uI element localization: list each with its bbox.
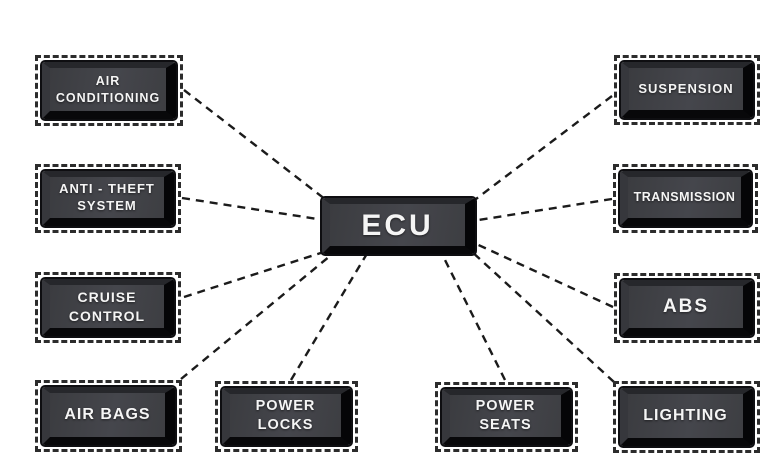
node-air-conditioning: AIR CONDITIONING (35, 55, 183, 126)
connector-ecu-suspension (471, 95, 613, 203)
power-seats-label: POWER SEATS (475, 398, 536, 433)
node-power-seats: POWER SEATS (435, 382, 578, 452)
transmission-label: TRANSMISSION (633, 190, 736, 205)
connector-ecu-air-conditioning (183, 89, 331, 204)
anti-theft-system-label: ANTI - THEFT SYSTEM (59, 180, 155, 213)
connector-ecu-anti-theft (181, 196, 325, 222)
connector-ecu-cruise-control (183, 248, 331, 299)
node-ecu: ECU (322, 198, 475, 254)
node-cruise-control: CRUISE CONTROL (35, 272, 181, 343)
node-power-locks: POWER LOCKS (215, 381, 358, 452)
connector-ecu-power-locks (289, 251, 370, 381)
anti-theft-system-button: ANTI - THEFT SYSTEM (42, 171, 174, 226)
ecu-button: ECU (322, 198, 475, 254)
air-conditioning-button: AIR CONDITIONING (42, 62, 176, 119)
transmission-button: TRANSMISSION (620, 171, 751, 226)
cruise-control-label: CRUISE CONTROL (68, 289, 146, 324)
lighting-label: LIGHTING (643, 406, 728, 424)
connector-ecu-air-bags (180, 250, 337, 380)
node-lighting: LIGHTING (613, 381, 760, 453)
connector-ecu-lighting (469, 249, 615, 383)
air-bags-label: AIR BAGS (64, 405, 151, 423)
air-bags-button: AIR BAGS (42, 387, 175, 445)
node-abs: ABS (614, 273, 760, 343)
power-locks-label: POWER LOCKS (255, 397, 316, 433)
abs-button: ABS (621, 280, 753, 336)
power-seats-button: POWER SEATS (442, 389, 571, 445)
cruise-control-button: CRUISE CONTROL (42, 279, 174, 336)
suspension-button: SUSPENSION (621, 62, 753, 118)
connector-ecu-abs (471, 240, 614, 309)
node-suspension: SUSPENSION (614, 55, 760, 125)
power-locks-button: POWER LOCKS (222, 388, 351, 445)
lighting-button: LIGHTING (620, 388, 753, 446)
node-anti-theft-system: ANTI - THEFT SYSTEM (35, 164, 181, 233)
ecu-label: ECU (361, 208, 434, 242)
abs-label: ABS (662, 295, 710, 317)
connector-ecu-power-seats (439, 251, 507, 381)
node-air-bags: AIR BAGS (35, 380, 182, 452)
node-transmission: TRANSMISSION (613, 164, 758, 233)
suspension-label: SUSPENSION (638, 80, 734, 96)
air-conditioning-label: AIR CONDITIONING (55, 74, 161, 105)
connector-ecu-transmission (471, 197, 613, 223)
